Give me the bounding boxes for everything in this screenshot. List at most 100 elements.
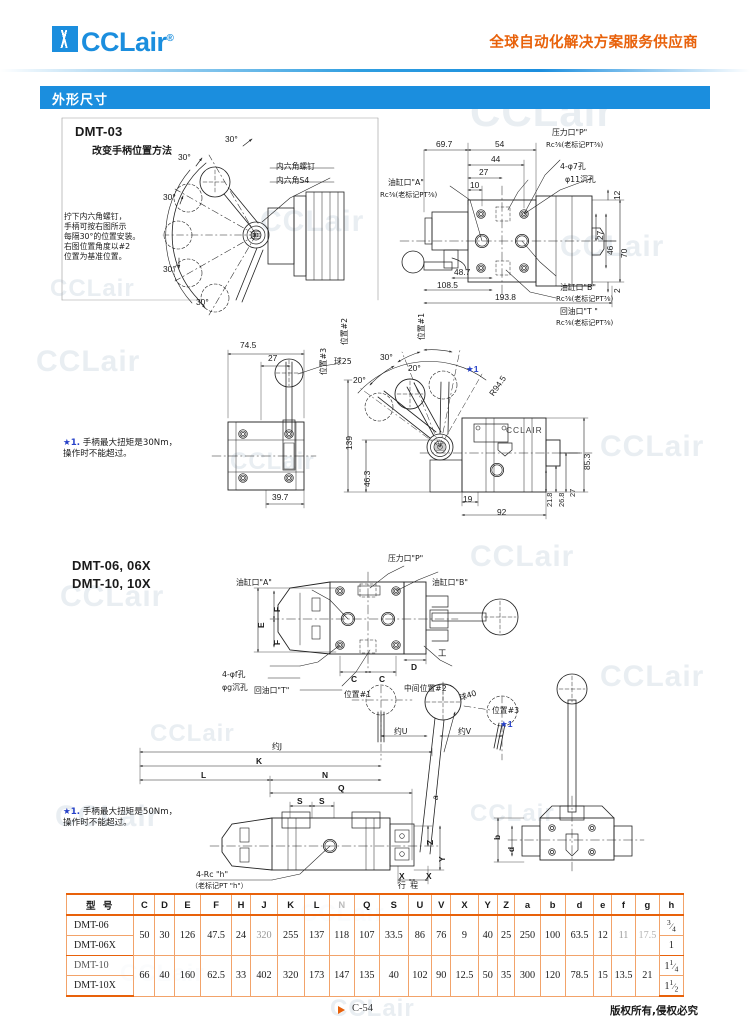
dim-a-lever: a <box>430 795 440 800</box>
port-t-spec: Rc³⁄₈(老标记PT³⁄₈) <box>556 319 614 327</box>
cell-V: 90 <box>431 955 452 997</box>
watermark: CCLair <box>560 230 665 263</box>
angle-30-mid: 30° <box>380 352 393 362</box>
dim-139: 139 <box>344 436 354 450</box>
table-row: DMT-10X 11⁄2 <box>65 975 685 997</box>
ball-25-label: 球25 <box>334 357 352 366</box>
approx-j-label: 约J <box>272 742 283 751</box>
dmt06-plan-view <box>253 565 519 691</box>
dmt06-side-view <box>199 811 445 885</box>
cell-H: 33 <box>230 955 252 997</box>
cell-h: 3⁄4 <box>658 915 685 936</box>
section-title: 外形尺寸 <box>52 93 109 108</box>
col-header-S: S <box>378 893 409 916</box>
dmt06-star-ref: ★1 <box>500 719 513 729</box>
dim-39-7: 39.7 <box>272 492 289 502</box>
col-header-f: f <box>611 893 636 916</box>
page-number: C-54 <box>352 1003 373 1014</box>
model-cell: DMT-06 <box>65 915 135 936</box>
watermark: CCLair <box>600 430 705 463</box>
angle-20-b: 20° <box>408 363 421 373</box>
dmt06-port-b: 油缸口"B" <box>432 578 468 587</box>
table-row: DMT-06 50 30 126 47.5 24 320 255 137 118… <box>65 915 685 956</box>
angle-label-3: 30° <box>163 192 176 202</box>
dim-69-7: 69.7 <box>436 139 453 149</box>
dim-46: 46 <box>605 245 615 255</box>
dim-12: 12 <box>612 190 622 200</box>
cell-U: 102 <box>407 955 433 997</box>
cell-g: 21 <box>634 955 660 997</box>
dim-S-2: S <box>319 796 325 806</box>
cell-h: 11⁄2 <box>658 975 685 997</box>
dim-Q: Q <box>338 783 345 793</box>
dim-54: 54 <box>495 139 505 149</box>
table-row: DMT-06X 1 <box>65 935 685 956</box>
col-header-U: U <box>407 893 433 916</box>
col-header-K: K <box>276 893 305 916</box>
dim-85-3: 85.3 <box>582 453 592 470</box>
label-C-right: C <box>379 674 386 684</box>
cell-C: 66 <box>133 955 156 997</box>
cell-K: 320 <box>276 955 305 997</box>
cell-X: 12.5 <box>450 955 479 997</box>
dim-44: 44 <box>491 154 501 164</box>
star-ref-1: ★1 <box>466 364 479 374</box>
dmt06-hole-1: 4-φf孔 <box>222 670 246 679</box>
dim-X-1: X <box>399 871 405 881</box>
model-cell: DMT-10X <box>65 975 135 997</box>
model-cell: DMT-06X <box>65 935 135 956</box>
cell-b: 120 <box>539 955 566 997</box>
watermark: CCLair <box>36 345 141 378</box>
cell-K: 255 <box>276 915 305 956</box>
dim-26-8: 26.8 <box>557 492 566 507</box>
watermark: CCLair <box>60 580 165 613</box>
col-header-D: D <box>154 893 175 916</box>
cell-f: 11 <box>611 915 636 956</box>
col-header-N: N <box>328 893 355 916</box>
model-title-dmt06: DMT-06, 06X <box>72 558 151 573</box>
cell-F: 62.5 <box>200 955 232 997</box>
cell-S: 33.5 <box>378 915 409 956</box>
watermark: CCLair <box>470 540 575 573</box>
position-2-label: 位置#2 <box>340 317 349 345</box>
cell-f: 13.5 <box>611 955 636 997</box>
hole-callout-2: φ11沉孔 <box>565 175 596 184</box>
cell-J: 320 <box>250 915 278 956</box>
cell-U: 86 <box>407 915 433 956</box>
dmt06-front-view <box>493 673 645 875</box>
star-icon: ★ <box>63 438 71 448</box>
note-50nm: ★1. 手柄最大扭矩是50Nm， 操作时不能超过。 <box>63 807 178 828</box>
dim-48-7: 48.7 <box>454 267 471 277</box>
model-title-dmt10: DMT-10, 10X <box>72 576 151 591</box>
dim-92: 92 <box>497 507 507 517</box>
cell-h: 1 <box>658 935 685 956</box>
callout-hex-s4: 内六角S4 <box>276 176 310 185</box>
table-header-row: 型 号 C D E F H J K L N Q S U V X Y Z a b … <box>65 893 685 916</box>
brand-name: CCLair® <box>81 27 174 57</box>
cell-N: 147 <box>328 955 355 997</box>
dim-N: N <box>322 770 329 780</box>
approx-v-label: 约V <box>458 727 472 736</box>
dmt03-plan-view <box>399 142 625 308</box>
dim-2: 2 <box>612 288 622 293</box>
cell-a: 250 <box>514 915 541 956</box>
angle-label-5: 30° <box>196 297 209 307</box>
rc-callout-1: 4-Rc "h" <box>196 870 229 879</box>
dim-b-front: b <box>492 834 502 840</box>
dim-10: 10 <box>470 180 480 190</box>
model-title-dmt03: DMT-03 <box>75 124 123 139</box>
cell-d: 63.5 <box>564 915 595 956</box>
label-F-bottom: F <box>272 639 282 645</box>
dmt03-note-block: 拧下内六角螺钉， 手柄可按右图所示 每隔30°的位置安装。 右图位置角度以#2 … <box>64 212 141 261</box>
cell-D: 40 <box>154 955 175 997</box>
section-title-bar: 外形尺寸 <box>40 86 710 109</box>
cell-g: 17.5 <box>634 915 660 956</box>
cell-h: 11⁄4 <box>658 955 685 976</box>
dim-70: 70 <box>619 248 629 258</box>
cell-e: 15 <box>593 955 613 997</box>
dmt06-pos1: 位置#1 <box>344 690 372 699</box>
label-C-left: C <box>351 674 358 684</box>
col-header-Y: Y <box>477 893 498 916</box>
